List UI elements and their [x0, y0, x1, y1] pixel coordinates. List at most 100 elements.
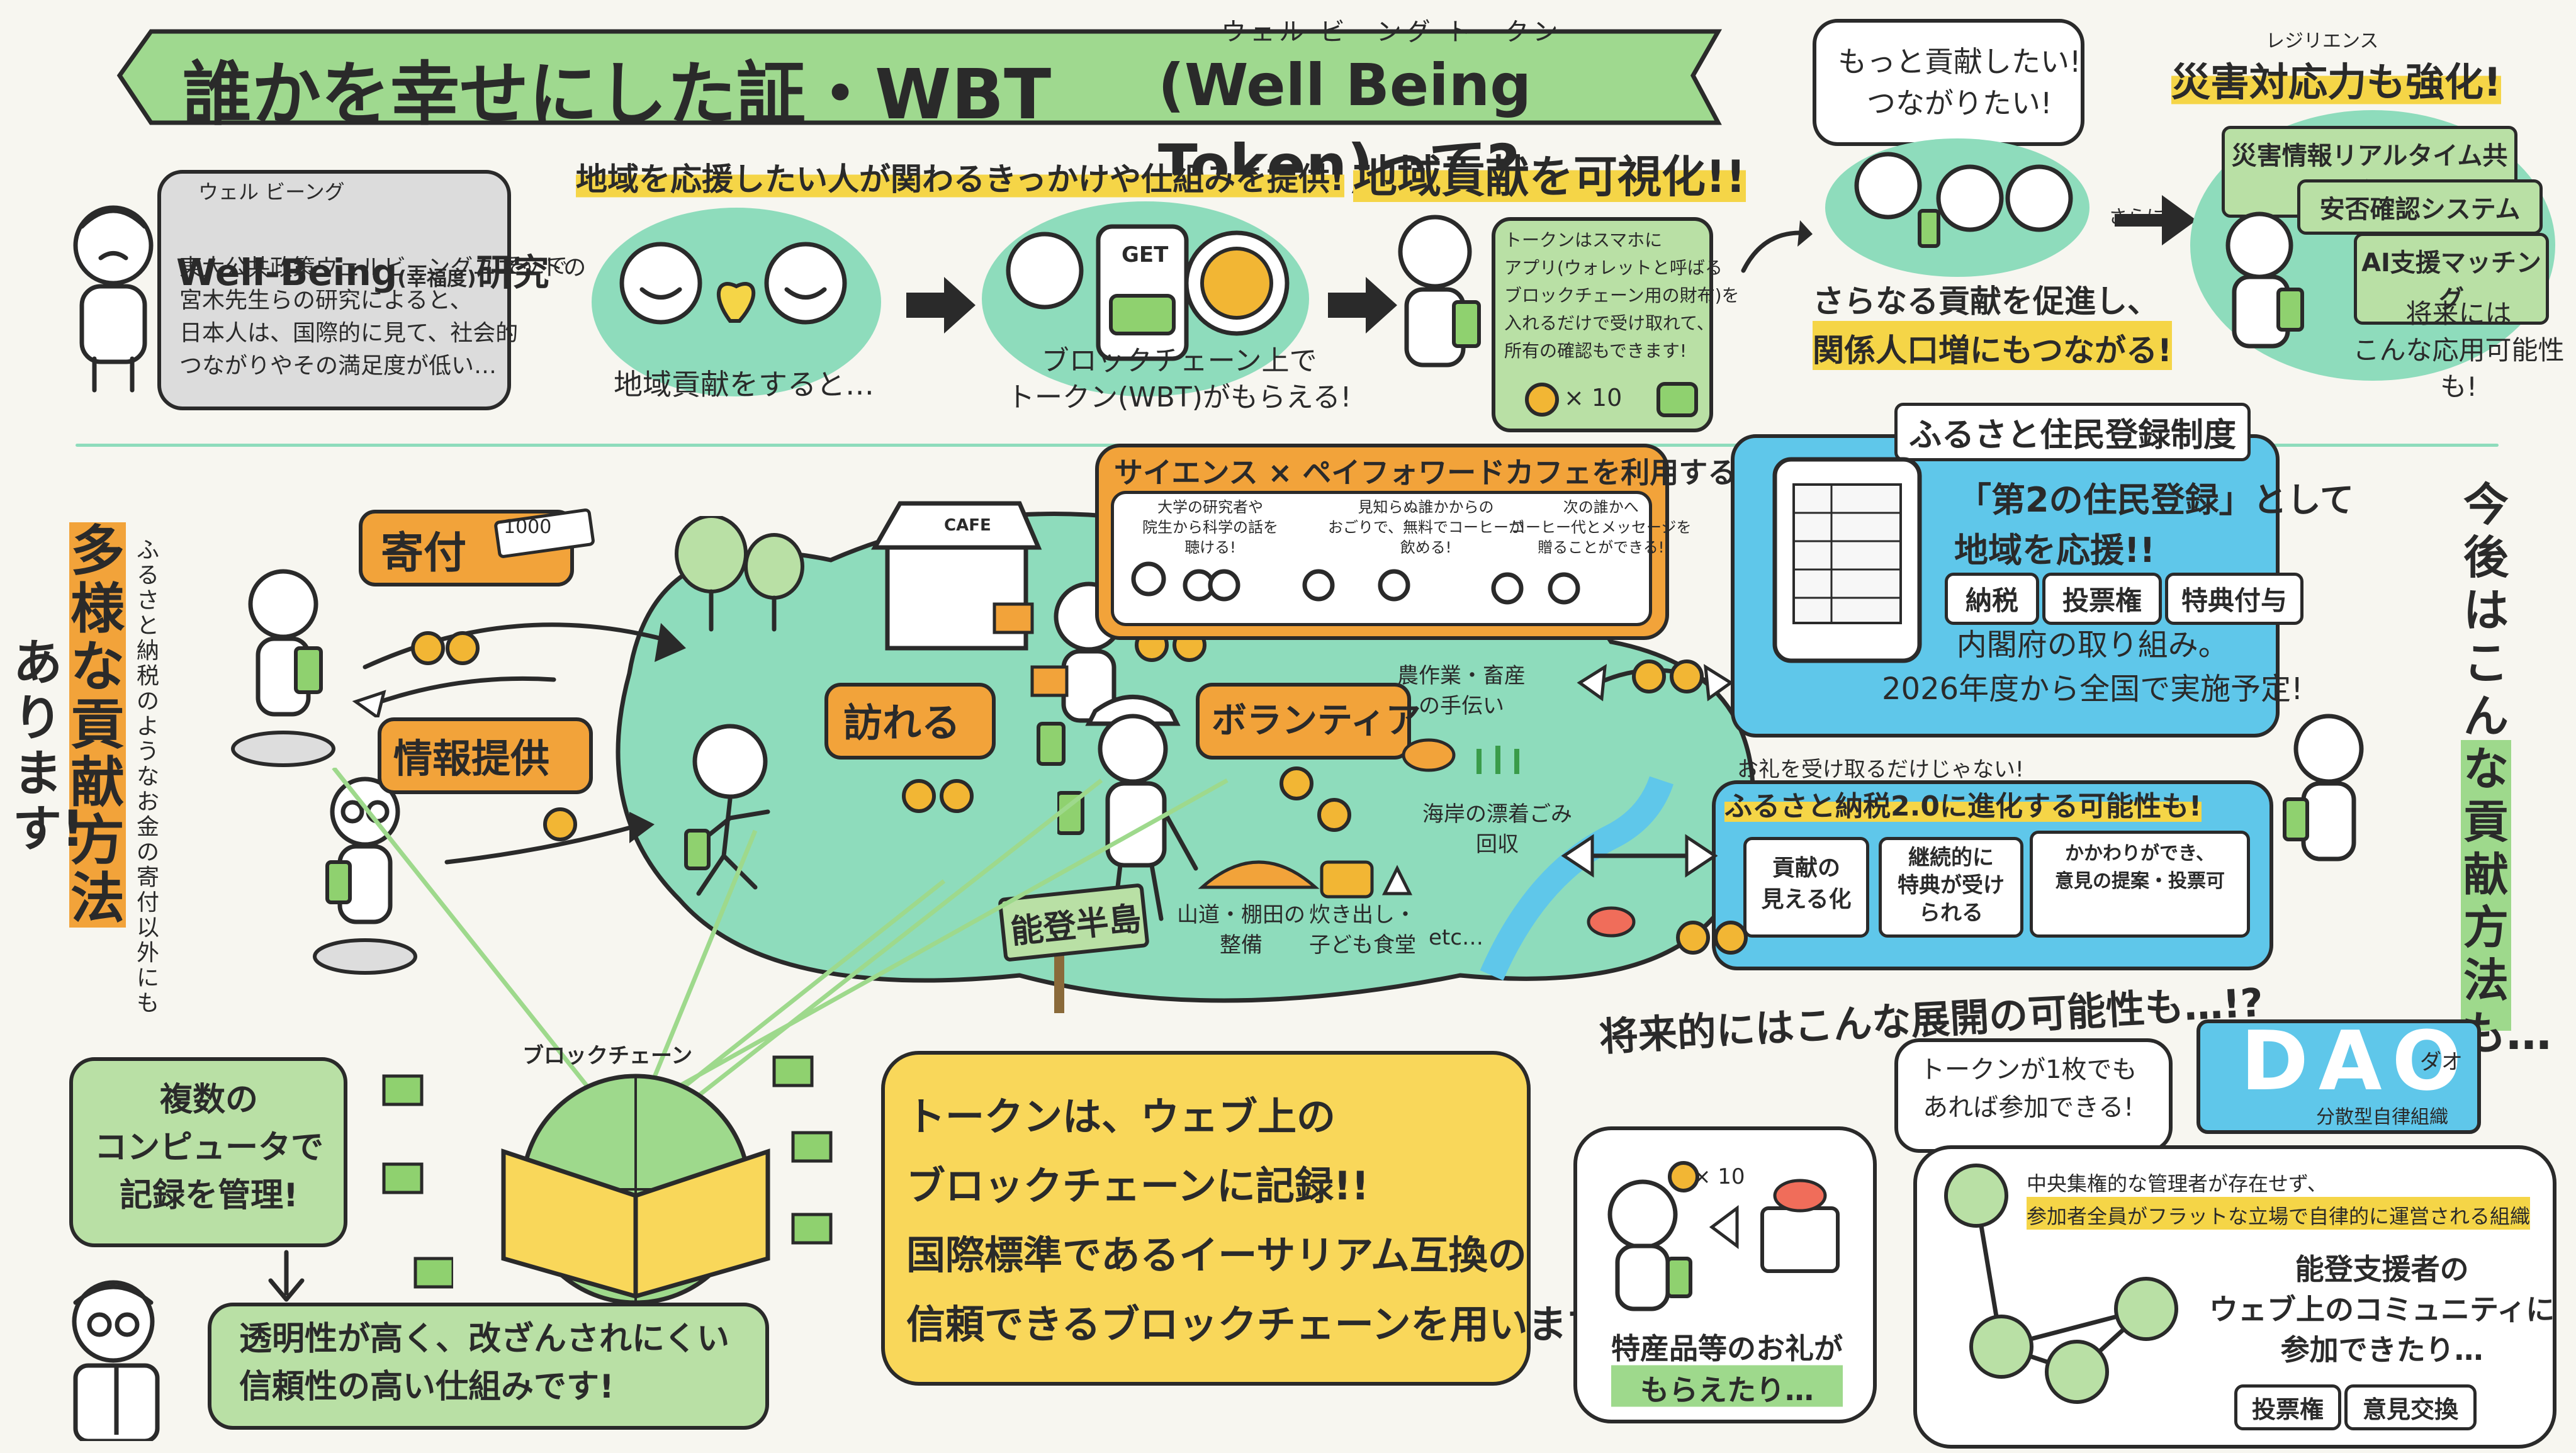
token-coins-icon — [902, 779, 974, 813]
dao-ruby: ダオ — [2420, 1050, 2463, 1075]
disaster-item: 安否確認システム — [2297, 179, 2543, 235]
group-of-people-illustration — [1854, 152, 2073, 248]
dao-sub: 分散型自律組織 — [2316, 1106, 2448, 1128]
mechanism-banner: 地域を応援したい人が関わるきっかけや仕組みを提供! — [576, 154, 1344, 199]
token-coins-icon — [1676, 921, 1748, 955]
join-speech-text: トークンが1枚でも あれば参加できる! — [1920, 1055, 2137, 1122]
computer-nodes-icon — [382, 1074, 453, 1289]
cafe-panel-3: 次の誰かへ コーヒー代とメッセージを 贈ることができる! — [1510, 498, 1692, 556]
visualize-heading: 地域貢献を可視化!! — [1353, 142, 1746, 205]
step2-caption: ブロックチェーン上で トークン(WBT)がもらえる! — [1007, 345, 1352, 413]
person-with-gift-illustration — [1030, 581, 1124, 766]
residence-line1: 「第2の住民登録」として — [1957, 480, 2354, 520]
residence-line3: 内閣府の取り組み。 2026年度から全国で実施予定! — [1882, 627, 2303, 707]
wallet-icon — [1656, 382, 1698, 417]
activity-etc: etc… — [1429, 925, 1483, 950]
intro-body: 東大公共政策ウェルビーングユニットの 宮木先生らの研究によると、 日本人は、国際… — [179, 255, 587, 379]
person-with-phone-illustration — [2283, 714, 2364, 861]
member-network-illustration — [1944, 1164, 2178, 1404]
methods-side-big: 多様な貢献方法 — [69, 520, 126, 930]
activity-beach: 海岸の漂着ごみ 回収 — [1422, 802, 1572, 857]
activity-kitchen: 炊き出し・ 子ども食堂 — [1309, 902, 1416, 958]
arrow-icon — [352, 676, 556, 717]
two-people-heart-illustration — [619, 242, 847, 325]
cooking-pot-icon — [1320, 860, 1413, 899]
computer-nodes-icon — [772, 1055, 833, 1245]
cafe-panel-figures-illustration — [1131, 561, 1580, 605]
furusato-box-item: かかわりができ、 意見の提案・投票可 — [2030, 831, 2250, 938]
step1-caption: 地域貢献をすると… — [614, 367, 874, 401]
dao-tag: 意見交換 — [2344, 1384, 2477, 1430]
trees-icon — [675, 516, 804, 632]
arrow-down-icon — [268, 1250, 305, 1302]
arrow-icon — [1741, 220, 1813, 273]
dao-logo-badge — [2196, 1019, 2481, 1134]
visit-label: 訪れる — [843, 700, 961, 746]
intro-heading-b: 研究 — [476, 251, 549, 294]
arrow-icon — [906, 277, 976, 334]
transparent-bubble — [208, 1303, 769, 1430]
person-with-phone-illustration — [1398, 215, 1481, 367]
intro-connector: そこで — [503, 254, 568, 279]
disaster-item: AI支援マッチング — [2354, 233, 2549, 325]
person-with-phone-illustration — [2225, 211, 2304, 349]
double-arrow-icon — [1561, 834, 1718, 878]
arrow-icon — [2115, 195, 2196, 245]
phone-token-illustration — [1006, 224, 1290, 361]
cafe-sign: CAFE — [944, 516, 991, 535]
cafe-panel-2: 見知らぬ誰かからの おごりで、無料でコーヒーが 飲める! — [1328, 498, 1524, 556]
arrow-icon — [1328, 277, 1397, 334]
title-banner: ウェル ビーング トークン 誰かを幸せにした証・WBT (Well Being … — [107, 13, 1743, 199]
token-coins-icon — [1632, 659, 1704, 693]
activity-terrace: 山道・棚田の 整備 — [1177, 902, 1305, 958]
multi-computer-bubble — [69, 1057, 347, 1247]
rewards-text: 特産品等のお礼が もらえたり… — [1611, 1328, 1843, 1411]
growth-speech-text: もっと貢献したい! つながりたい! — [1838, 45, 2081, 120]
intro-heading: Well-Being(幸福度)研究 — [176, 200, 549, 296]
methods-side-small: ふるさと納税のようなお金の寄付以外にも — [136, 537, 159, 1016]
intro-heading-small: (幸福度) — [397, 266, 476, 290]
transparent-text: 透明性が高く、改ざんされにくい 信頼性の高い仕組みです! — [239, 1320, 729, 1406]
blockchain-label: ブロックチェーン — [522, 1043, 693, 1069]
methods-side-tail: あります! — [13, 635, 84, 858]
blockchain-big-text: トークンは、ウェブ上の ブロックチェーンに記録!! 国際標準であるイーサリアム互… — [906, 1094, 1606, 1347]
token-coins-icon — [1280, 766, 1351, 832]
intro-bubble — [157, 170, 511, 410]
farm-animals-icon — [1402, 738, 1519, 774]
arrow-icon — [444, 812, 655, 865]
page-title: 誰かを幸せにした証・WBT — [183, 54, 1052, 135]
rewards-illustration — [1607, 1161, 1840, 1311]
rewards-count: × 10 — [1693, 1164, 1745, 1189]
furusato-title: ふるさと納税2.0に進化する可能性も! — [1724, 783, 2202, 824]
tablet-form-illustration — [1772, 457, 1922, 663]
token-coins-icon — [411, 631, 480, 665]
dao-logo: DAO — [2241, 1013, 2472, 1109]
residence-tag: 特典付与 — [2165, 573, 2303, 625]
professor-illustration — [72, 1280, 160, 1441]
dao-community-text: 能登支援者の ウェブ上のコミュニティに 参加できたり… — [2209, 1252, 2555, 1367]
wallet-text: トークンはスマホに アプリ(ウォレットと呼ばる ブロックチェーン用の財布)を 入… — [1504, 230, 1740, 361]
residence-tag: 納税 — [1945, 573, 2039, 625]
cafe-panel-1: 大学の研究者や 院生から科学の話を 聴ける! — [1142, 498, 1278, 556]
phone-get-label: GET — [1122, 242, 1169, 267]
dao-tag: 投票権 — [2234, 1384, 2341, 1430]
info-label: 情報提供 — [393, 736, 550, 782]
banner-ribbon — [116, 29, 1723, 125]
person-with-phone-illustration — [231, 569, 335, 767]
volunteer-label: ボランティア — [1212, 700, 1421, 741]
worried-person-illustration — [73, 205, 154, 393]
wallet-count: × 10 — [1564, 384, 1623, 412]
furusato-box-item: 継続的に 特典が受け られる — [1879, 837, 2023, 938]
residence-tag: 投票権 — [2042, 573, 2162, 625]
multi-computer-text: 複数の コンピュータで 記録を管理! — [94, 1081, 324, 1215]
disaster-heading: 災害対応力も強化! — [2171, 50, 2502, 107]
arrow-icon — [363, 622, 686, 670]
join-speech — [1894, 1038, 2173, 1153]
title-ruby: ウェル ビーング トークン — [1221, 18, 1562, 47]
disaster-caption: 将来には こんな応用可能性も! — [2353, 298, 2565, 402]
volunteer-bubble — [1196, 683, 1411, 760]
network-lines — [332, 768, 1229, 1122]
future-side-text: 今後はこんな貢献方法も… — [2461, 478, 2552, 1060]
donation-label: 寄付 — [381, 529, 467, 578]
intro-ruby: ウェル ビーング — [198, 180, 345, 204]
